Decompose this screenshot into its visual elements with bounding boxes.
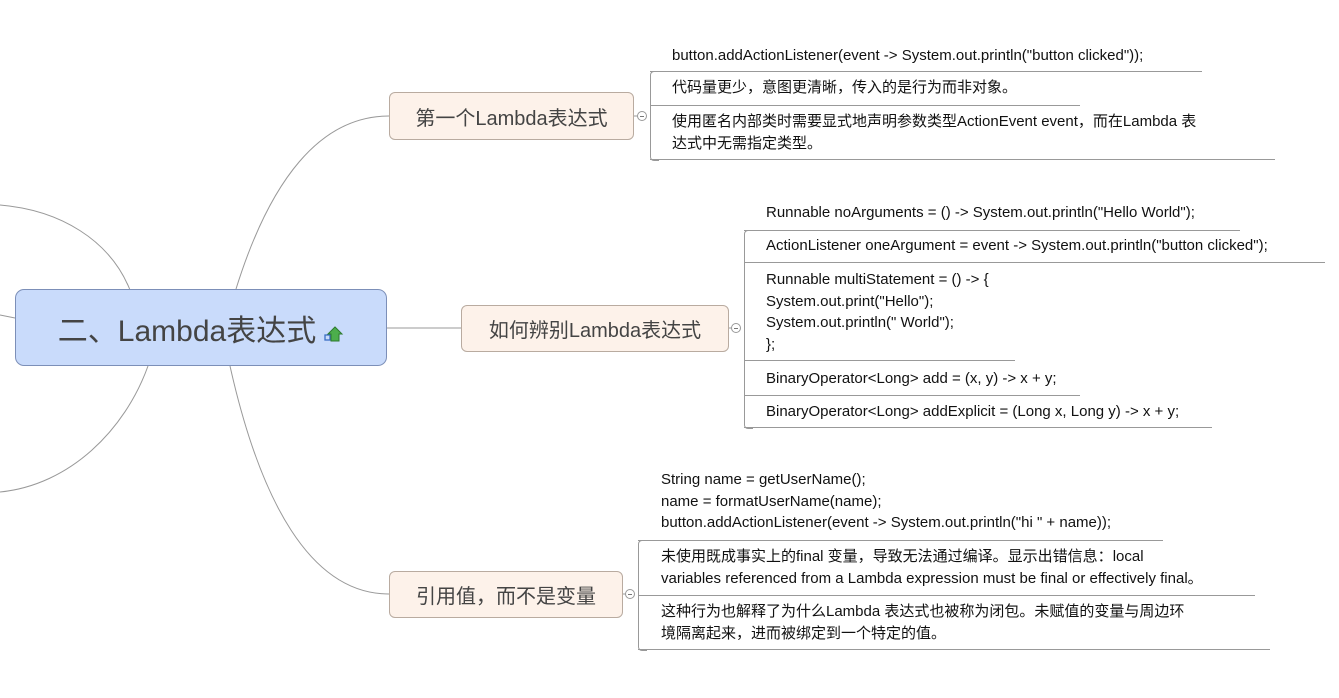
leaf-text[interactable]: Runnable multiStatement = () -> { System… xyxy=(766,271,989,353)
leaf-text[interactable]: button.addActionListener(event -> System… xyxy=(672,47,1144,64)
collapse-toggle[interactable] xyxy=(731,323,741,333)
branch-label: 第一个Lambda表达式 xyxy=(415,107,608,130)
leaf-underline xyxy=(638,595,1255,596)
branch-reference-values[interactable]: 引用值，而不是变量 xyxy=(389,571,623,618)
leaf-text[interactable]: BinaryOperator<Long> addExplicit = (Long… xyxy=(766,403,1180,420)
leaf-text[interactable]: 代码量更少，意图更清晰，传入的是行为而非对象。 xyxy=(672,79,1018,96)
collapse-toggle[interactable] xyxy=(625,589,635,599)
central-topic-title: 二、Lambda表达式 xyxy=(57,314,317,348)
connector-left-mid xyxy=(0,314,16,319)
collapse-toggle[interactable] xyxy=(637,111,647,121)
leaf-text[interactable]: 使用匿名内部类时需要显式地声明参数类型ActionEvent event，而在L… xyxy=(672,113,1197,152)
leaf-underline xyxy=(744,230,1240,231)
leaf-text[interactable]: BinaryOperator<Long> add = (x, y) -> x +… xyxy=(766,370,1057,387)
connector-left-top xyxy=(0,204,131,291)
leaf-underline xyxy=(650,105,1080,106)
central-topic[interactable]: 二、Lambda表达式 xyxy=(15,289,387,366)
leaf-text[interactable]: Runnable noArguments = () -> System.out.… xyxy=(766,204,1195,221)
leaf-text[interactable]: String name = getUserName(); name = form… xyxy=(661,471,1112,531)
leaf-underline xyxy=(744,360,1015,361)
connector-branch-3 xyxy=(229,365,390,595)
leaf-underline xyxy=(650,71,1202,72)
leaf-bracket xyxy=(744,230,753,429)
connector-branch-1 xyxy=(235,115,390,290)
branch-label: 如何辨别Lambda表达式 xyxy=(488,320,702,342)
branch-label: 引用值，而不是变量 xyxy=(416,586,596,608)
leaf-underline xyxy=(638,540,1163,541)
leaf-underline xyxy=(638,649,1270,650)
connector-left-bottom xyxy=(0,365,149,493)
leaf-underline xyxy=(650,159,1275,160)
upload-arrow-icon xyxy=(324,318,344,341)
leaf-underline xyxy=(744,427,1212,428)
leaf-bracket xyxy=(650,71,659,161)
branch-first-lambda[interactable]: 第一个Lambda表达式 xyxy=(389,92,634,140)
leaf-text[interactable]: ActionListener oneArgument = event -> Sy… xyxy=(766,237,1268,254)
leaf-text[interactable]: 未使用既成事实上的final 变量，导致无法通过编译。显示出错信息：local … xyxy=(661,548,1203,587)
leaf-underline xyxy=(744,262,1325,263)
leaf-text[interactable]: 这种行为也解释了为什么Lambda 表达式也被称为闭包。未赋值的变量与周边环 境… xyxy=(661,603,1185,642)
leaf-underline xyxy=(744,395,1080,396)
branch-identify-lambda[interactable]: 如何辨别Lambda表达式 xyxy=(461,305,729,352)
